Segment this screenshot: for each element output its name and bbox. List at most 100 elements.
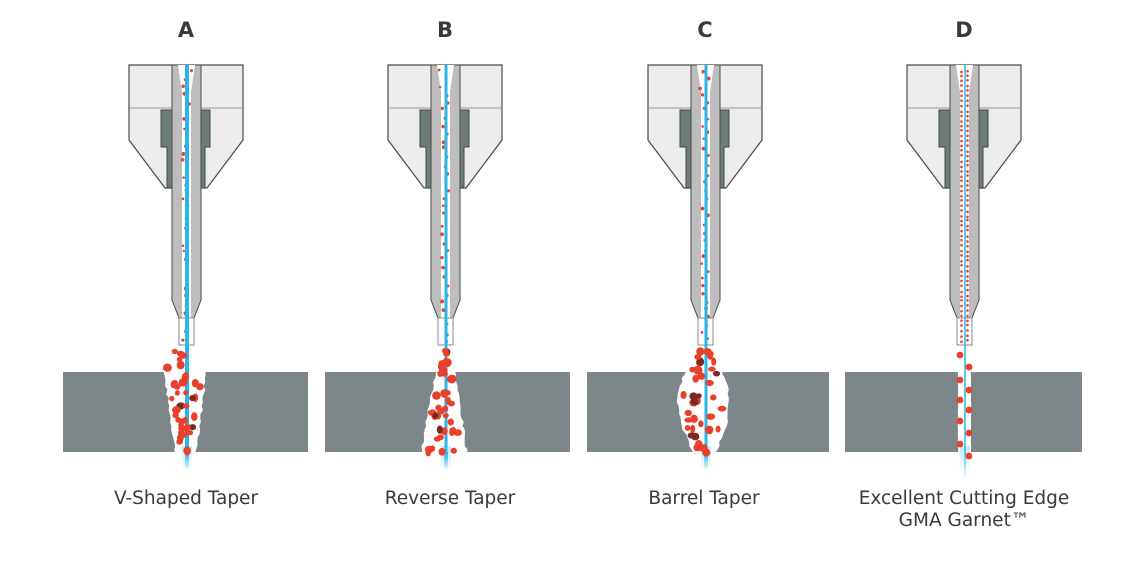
abrasive-particle: [960, 99, 963, 102]
abrasive-particle: [700, 206, 705, 211]
abrasive-particle: [966, 288, 969, 292]
abrasive-particle: [960, 104, 963, 108]
abrasive-particle: [960, 170, 963, 173]
abrasive-particle: [960, 319, 963, 322]
abrasive-particle: [450, 447, 457, 454]
abrasive-particle: [966, 154, 969, 158]
abrasive-particle: [441, 204, 445, 207]
abrasive-particle: [966, 319, 969, 323]
abrasive-particle: [966, 250, 969, 254]
abrasive-particle: [960, 263, 963, 267]
abrasive-particle: [182, 249, 186, 253]
abrasive-particle: [966, 134, 969, 138]
abrasive-particle: [965, 363, 973, 371]
abrasive-particle: [172, 412, 179, 419]
abrasive-particle: [966, 334, 969, 337]
panel-d: [845, 64, 1082, 480]
abrasive-particle: [960, 279, 963, 283]
abrasive-particle: [698, 86, 702, 91]
abrasive-particle: [960, 120, 963, 123]
abrasive-particle: [966, 150, 969, 154]
abrasive-particle: [966, 215, 969, 219]
abrasive-particle: [966, 88, 969, 92]
abrasive-particle: [179, 418, 187, 425]
abrasive-particle: [966, 69, 969, 73]
abrasive-particle: [960, 179, 963, 183]
abrasive-particle: [960, 110, 963, 114]
abrasive-particle: [960, 270, 963, 273]
abrasive-particle: [966, 309, 969, 312]
abrasive-particle: [702, 137, 705, 140]
abrasive-particle: [966, 110, 969, 114]
abrasive-particle: [701, 146, 706, 151]
panel-a: [63, 64, 308, 470]
abrasive-particle: [191, 412, 198, 421]
abrasive-particle: [442, 413, 449, 419]
abrasive-particle: [183, 127, 186, 131]
abrasive-particle: [692, 366, 698, 372]
abrasive-particle: [966, 194, 969, 197]
abrasive-particle: [436, 425, 443, 434]
abrasive-particle: [717, 405, 727, 412]
water-jet-fade: [185, 452, 189, 470]
abrasive-particle: [960, 139, 963, 143]
abrasive-particle: [956, 417, 964, 425]
abrasive-particle: [701, 69, 705, 74]
abrasive-particle: [700, 262, 703, 265]
panel-letter-d: D: [955, 18, 973, 42]
caption-excellent-cutting-edge: Excellent Cutting Edge GMA Garnet™: [834, 488, 1094, 532]
abrasive-particle: [960, 309, 963, 313]
abrasive-particle: [960, 165, 963, 169]
abrasive-particle: [960, 124, 963, 128]
abrasive-particle: [960, 160, 963, 164]
abrasive-particle: [177, 429, 185, 437]
abrasive-particle: [960, 340, 963, 344]
abrasive-particle: [966, 164, 969, 167]
abrasive-particle: [712, 370, 721, 377]
abrasive-particle: [965, 429, 973, 437]
abrasive-particle: [966, 174, 969, 177]
abrasive-particle: [966, 294, 969, 298]
abrasive-particle: [956, 351, 964, 359]
abrasive-particle: [966, 210, 969, 214]
abrasive-particle: [966, 314, 969, 318]
abrasive-particle: [700, 331, 704, 334]
abrasive-particle: [966, 159, 969, 163]
abrasive-particle: [960, 290, 963, 294]
abrasive-particle: [437, 434, 444, 441]
abrasive-particle: [181, 84, 185, 89]
abrasive-particle: [708, 366, 716, 372]
abrasive-particle: [440, 232, 444, 237]
abrasive-particle: [966, 275, 969, 278]
abrasive-particle: [176, 356, 183, 363]
abrasive-particle: [424, 445, 434, 454]
water-jet-fade: [964, 452, 966, 480]
abrasive-particle: [956, 440, 964, 448]
abrasive-particle: [960, 243, 963, 247]
abrasive-particle: [432, 391, 441, 400]
abrasive-particle: [700, 93, 705, 97]
abrasive-particle: [966, 218, 969, 222]
abrasive-particle: [710, 394, 717, 401]
abrasive-particle: [182, 176, 185, 179]
abrasive-particle: [966, 78, 969, 82]
abrasive-particle: [441, 124, 445, 129]
abrasive-particle: [960, 335, 963, 338]
abrasive-particle: [188, 424, 197, 431]
abrasive-particle: [966, 204, 969, 207]
abrasive-particle: [715, 425, 721, 433]
panel-letter-b: B: [436, 18, 453, 42]
abrasive-particle: [441, 308, 446, 312]
abrasive-particle: [960, 238, 963, 242]
abrasive-particle: [170, 381, 176, 389]
abrasive-particle: [447, 418, 454, 426]
abrasive-particle: [966, 114, 969, 118]
abrasive-particle: [185, 429, 194, 436]
abrasive-particle: [181, 197, 185, 201]
abrasive-particle: [966, 188, 969, 192]
abrasive-particle: [960, 84, 963, 87]
abrasive-particle: [960, 79, 963, 83]
abrasive-particle: [960, 219, 963, 223]
abrasive-particle: [960, 148, 963, 152]
abrasive-particle: [680, 390, 687, 400]
